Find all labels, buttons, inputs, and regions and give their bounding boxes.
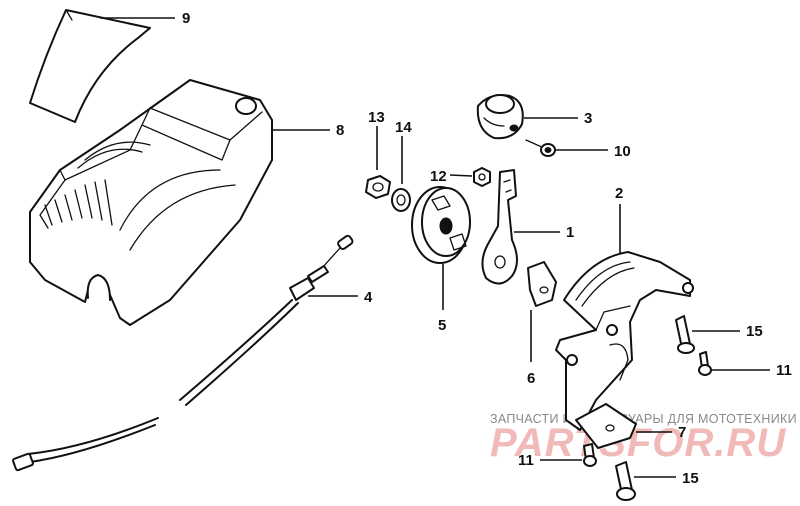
part-8-housing: [29, 79, 273, 326]
callout-3: 3: [584, 110, 592, 127]
part-13-nut: [365, 175, 391, 199]
part-1-lever: [481, 169, 518, 285]
callout-15-lower: 15: [682, 470, 699, 487]
part-15-bolt-lower: [615, 461, 636, 501]
part-15-bolt-upper: [675, 315, 695, 354]
part-7-plate: [575, 403, 637, 449]
leader-lines: [100, 17, 770, 478]
callout-10: 10: [614, 143, 631, 160]
part-5-drum: [411, 186, 471, 264]
watermark-brand: PARTSFOR.RU: [490, 421, 786, 465]
part-2-bracket: [555, 251, 694, 431]
callout-8: 8: [336, 122, 344, 139]
callout-15-upper: 15: [746, 323, 763, 340]
callout-2: 2: [615, 185, 623, 202]
part-14-washer: [391, 188, 411, 212]
watermark: ЗАПЧАСТИ И АКСЕССУАРЫ ДЛЯ МОТОТЕХНИКИ PA…: [490, 412, 797, 465]
callout-9: 9: [182, 10, 190, 27]
part-11-screw-lower: [583, 443, 597, 467]
part-6-clip: [527, 261, 557, 307]
callouts: 9 8 4 13 14 12 3 10 1 5 6 2 15 11 7 11 1…: [182, 10, 792, 487]
callout-7: 7: [678, 424, 686, 441]
part-11-screw-upper: [698, 351, 712, 376]
part-3-knob: [476, 94, 524, 140]
housing-grille: [44, 179, 113, 226]
leader-12: [449, 174, 473, 177]
part-12-nut: [473, 167, 491, 187]
callout-6: 6: [527, 370, 535, 387]
callout-4: 4: [364, 289, 373, 306]
part-10-screw: [525, 139, 556, 157]
callout-13: 13: [368, 109, 385, 126]
callout-11-upper: 11: [776, 362, 792, 379]
callout-5: 5: [438, 317, 446, 334]
part-4-cable: [12, 234, 354, 472]
callout-1: 1: [566, 224, 574, 241]
callout-14: 14: [395, 119, 412, 136]
callout-11-lower: 11: [518, 452, 534, 469]
callout-12: 12: [430, 168, 447, 185]
part-9-cover-panel: [29, 9, 151, 123]
